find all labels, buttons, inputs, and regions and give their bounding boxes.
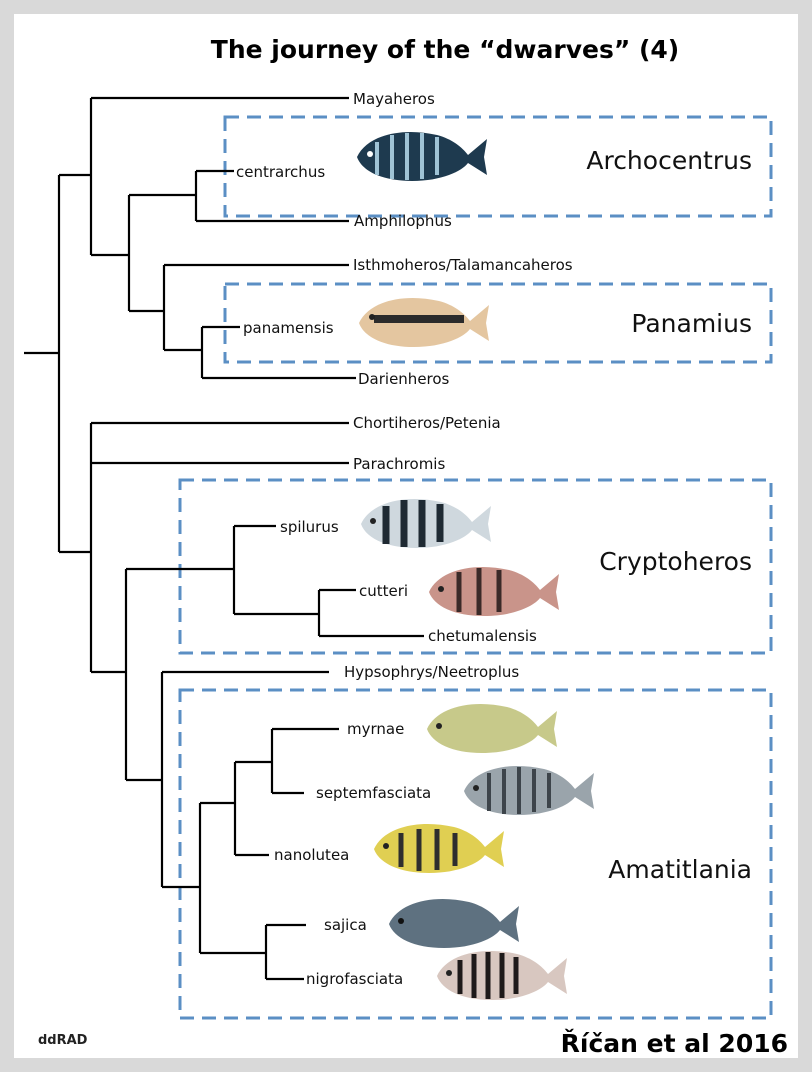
fish-spilurus-image — [361, 499, 491, 548]
taxon-hypsophrys-neetroplus: Hypsophrys/Neetroplus — [344, 663, 519, 681]
taxon-sajica: sajica — [324, 916, 367, 934]
phylogeny-diagram: The journey of the “dwarves” (4) Archoce… — [14, 14, 798, 1058]
taxon-amphilophus: Amphilophus — [354, 212, 452, 230]
taxon-septemfasciata: septemfasciata — [316, 784, 431, 802]
taxon-parachromis: Parachromis — [353, 455, 445, 473]
taxon-nanolutea: nanolutea — [274, 846, 349, 864]
fish-septemfasciata-image — [464, 766, 594, 815]
taxon-centrarchus: centrarchus — [236, 163, 325, 181]
slide-title: The journey of the “dwarves” (4) — [211, 35, 679, 64]
fish-nigrofasciata-image — [437, 951, 567, 1000]
taxon-myrnae: myrnae — [347, 720, 404, 738]
taxon-spilurus: spilurus — [280, 518, 339, 536]
fish-cutteri-image — [429, 567, 559, 616]
slide-frame: The journey of the “dwarves” (4) Archoce… — [14, 14, 798, 1058]
method-label: ddRAD — [38, 1033, 88, 1048]
fish-centrarchus-image — [357, 132, 487, 181]
group-label-cryptoheros: Cryptoheros — [599, 547, 752, 576]
fish-myrnae-image — [427, 704, 557, 753]
group-label-archocentrus: Archocentrus — [586, 146, 752, 175]
taxon-nigrofasciata: nigrofasciata — [306, 970, 403, 988]
taxon-mayaheros: Mayaheros — [353, 90, 435, 108]
taxon-darienheros: Darienheros — [358, 370, 450, 388]
group-label-amatitlania: Amatitlania — [608, 855, 752, 884]
fish-panamensis-image — [359, 298, 489, 347]
fish-sajica-image — [389, 899, 519, 948]
taxon-panamensis: panamensis — [243, 319, 334, 337]
taxon-chetumalensis: chetumalensis — [428, 627, 537, 645]
taxon-cutteri: cutteri — [359, 582, 408, 600]
taxon-isthmoheros-talamancaheros: Isthmoheros/Talamancaheros — [353, 256, 573, 274]
fish-nanolutea-image — [374, 824, 504, 873]
taxon-chortiheros-petenia: Chortiheros/Petenia — [353, 414, 501, 432]
group-label-panamius: Panamius — [631, 309, 752, 338]
citation: Říčan et al 2016 — [561, 1029, 788, 1058]
tree-branches — [24, 98, 424, 979]
